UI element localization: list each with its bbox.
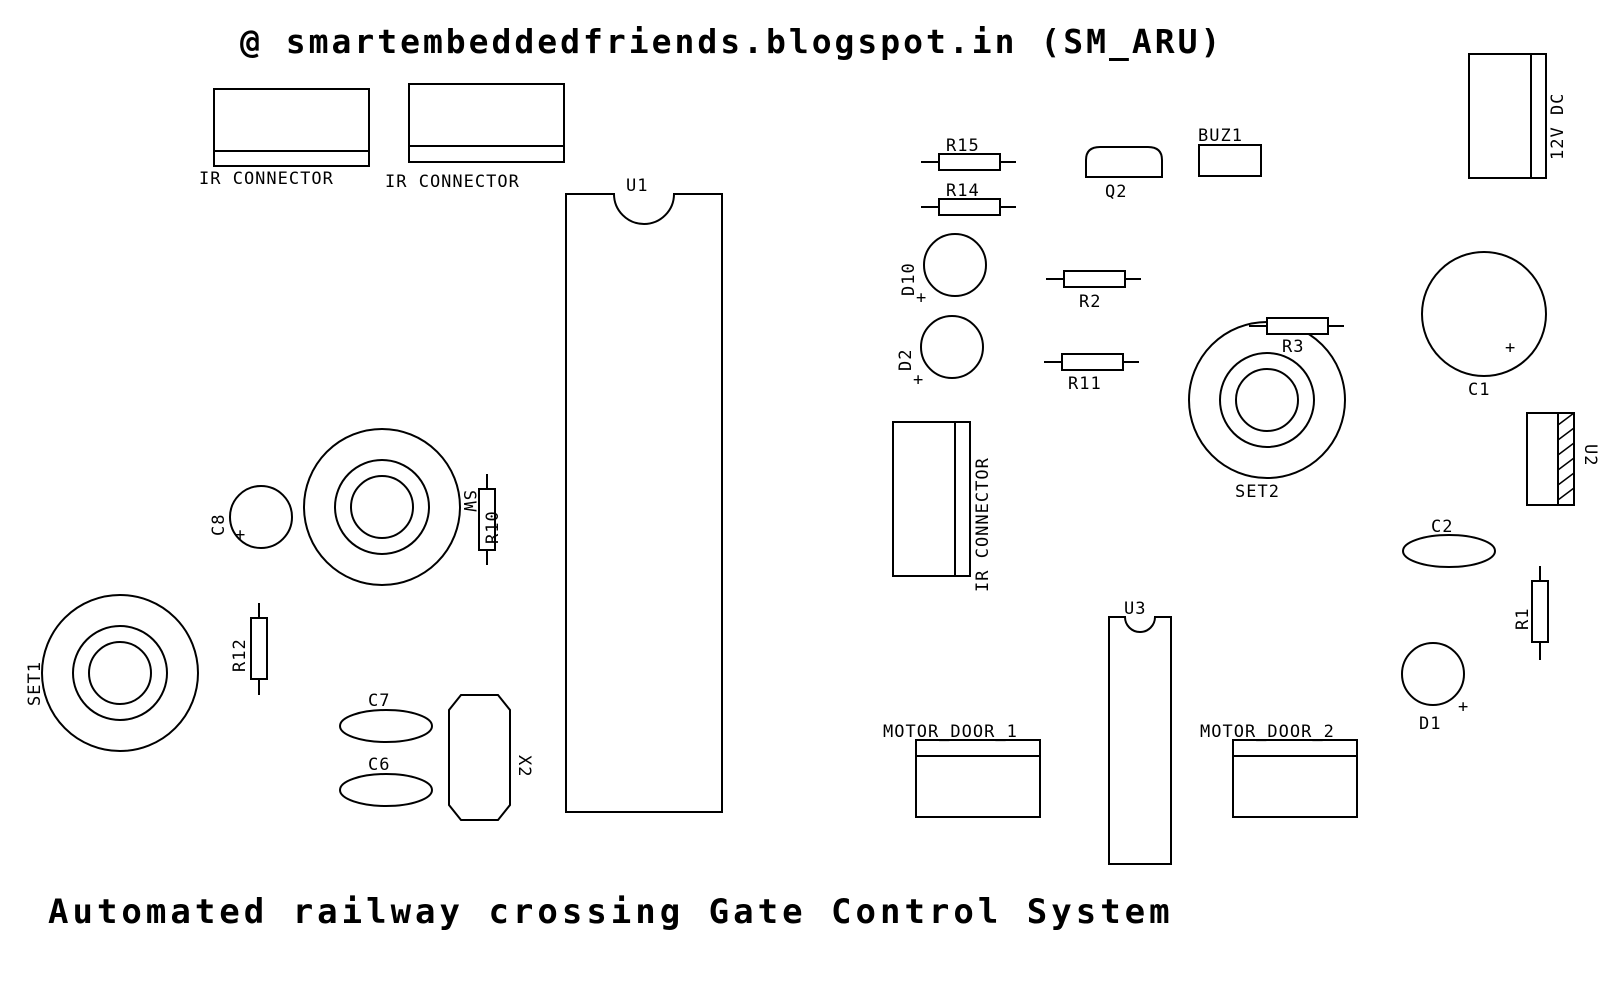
x2-label: X2 (514, 755, 534, 777)
buz1-label: BUZ1 (1198, 126, 1243, 146)
ir-connector-1: IR CONNECTOR (199, 88, 370, 189)
r10-resistor: R10 (478, 474, 503, 565)
motor-door-2-label: MOTOR_DOOR_2 (1200, 722, 1335, 742)
d1-label: D1 (1419, 714, 1441, 734)
set1-switch: SET1 (25, 594, 199, 752)
d10-label: D10 (899, 262, 919, 296)
c8-label: C8 (209, 514, 229, 536)
c2-label: C2 (1431, 517, 1453, 537)
u3-label: U3 (1124, 599, 1146, 619)
r12-resistor: R12 (230, 603, 268, 695)
d1-polarity: + (1458, 697, 1469, 717)
set2-label: SET2 (1235, 482, 1280, 502)
buz1-buzzer: BUZ1 (1198, 126, 1262, 177)
r2-label: R2 (1079, 292, 1101, 312)
ir-connector-1-label: IR CONNECTOR (199, 169, 334, 189)
d2-label: D2 (896, 349, 916, 371)
motor-door-1-label: MOTOR_DOOR_1 (883, 722, 1018, 742)
d1-led: + D1 (1401, 642, 1469, 734)
header-credit: @ smartembeddedfriends.blogspot.in (SM_A… (240, 22, 1223, 61)
c1-polarity: + (1505, 338, 1516, 358)
d2-polarity: + (913, 370, 924, 390)
set2-switch: SET2 (1188, 321, 1346, 502)
sw-switch: SW (303, 428, 479, 586)
r1-resistor: R1 (1513, 566, 1549, 660)
u1-ic: U1 (565, 176, 723, 813)
c6-label: C6 (368, 755, 390, 775)
footer-title: Automated railway crossing Gate Control … (48, 892, 1174, 932)
sw-label: SW (459, 490, 479, 512)
c6-capacitor: C6 (339, 755, 433, 807)
x2-crystal: X2 (448, 694, 534, 821)
u2-regulator: U2 (1526, 412, 1600, 506)
c7-capacitor: C7 (339, 691, 433, 743)
r3-resistor: R3 (1249, 317, 1344, 357)
q2-transistor: Q2 (1085, 146, 1163, 202)
u2-label: U2 (1580, 444, 1600, 466)
d10-polarity: + (916, 288, 927, 308)
c8-capacitor: + C8 (209, 485, 293, 549)
set1-label: SET1 (25, 661, 45, 706)
u1-label: U1 (626, 176, 648, 196)
r12-label: R12 (230, 638, 250, 672)
r1-label: R1 (1513, 608, 1533, 630)
ir-connector-2: IR CONNECTOR (385, 83, 565, 192)
motor-door-1-connector: MOTOR_DOOR_1 (883, 722, 1041, 818)
c1-label: C1 (1468, 380, 1490, 400)
r14-label: R14 (946, 181, 980, 201)
r15-label: R15 (946, 136, 980, 156)
r11-resistor: R11 (1044, 353, 1139, 394)
c8-polarity: + (235, 525, 246, 545)
c1-capacitor: + C1 (1421, 251, 1547, 400)
r10-label: R10 (483, 510, 503, 544)
c2-capacitor: C2 (1402, 517, 1496, 568)
r2-resistor: R2 (1046, 270, 1141, 312)
u3-ic: U3 (1108, 599, 1172, 865)
power-label: 12V DC (1548, 93, 1568, 160)
d2-led: + D2 (896, 315, 984, 390)
r3-label: R3 (1282, 337, 1304, 357)
ir-connector-3: IR CONNECTOR (892, 421, 993, 592)
power-jack-12v: 12V DC (1468, 53, 1568, 179)
r15-resistor: R15 (921, 136, 1016, 171)
ir-connector-3-label: IR CONNECTOR (973, 457, 993, 592)
r11-label: R11 (1068, 374, 1102, 394)
motor-door-2-connector: MOTOR_DOOR_2 (1200, 722, 1358, 818)
ir-connector-2-label: IR CONNECTOR (385, 172, 520, 192)
d10-led: + D10 (899, 233, 987, 308)
c7-label: C7 (368, 691, 390, 711)
r14-resistor: R14 (921, 181, 1016, 216)
q2-label: Q2 (1105, 182, 1127, 202)
